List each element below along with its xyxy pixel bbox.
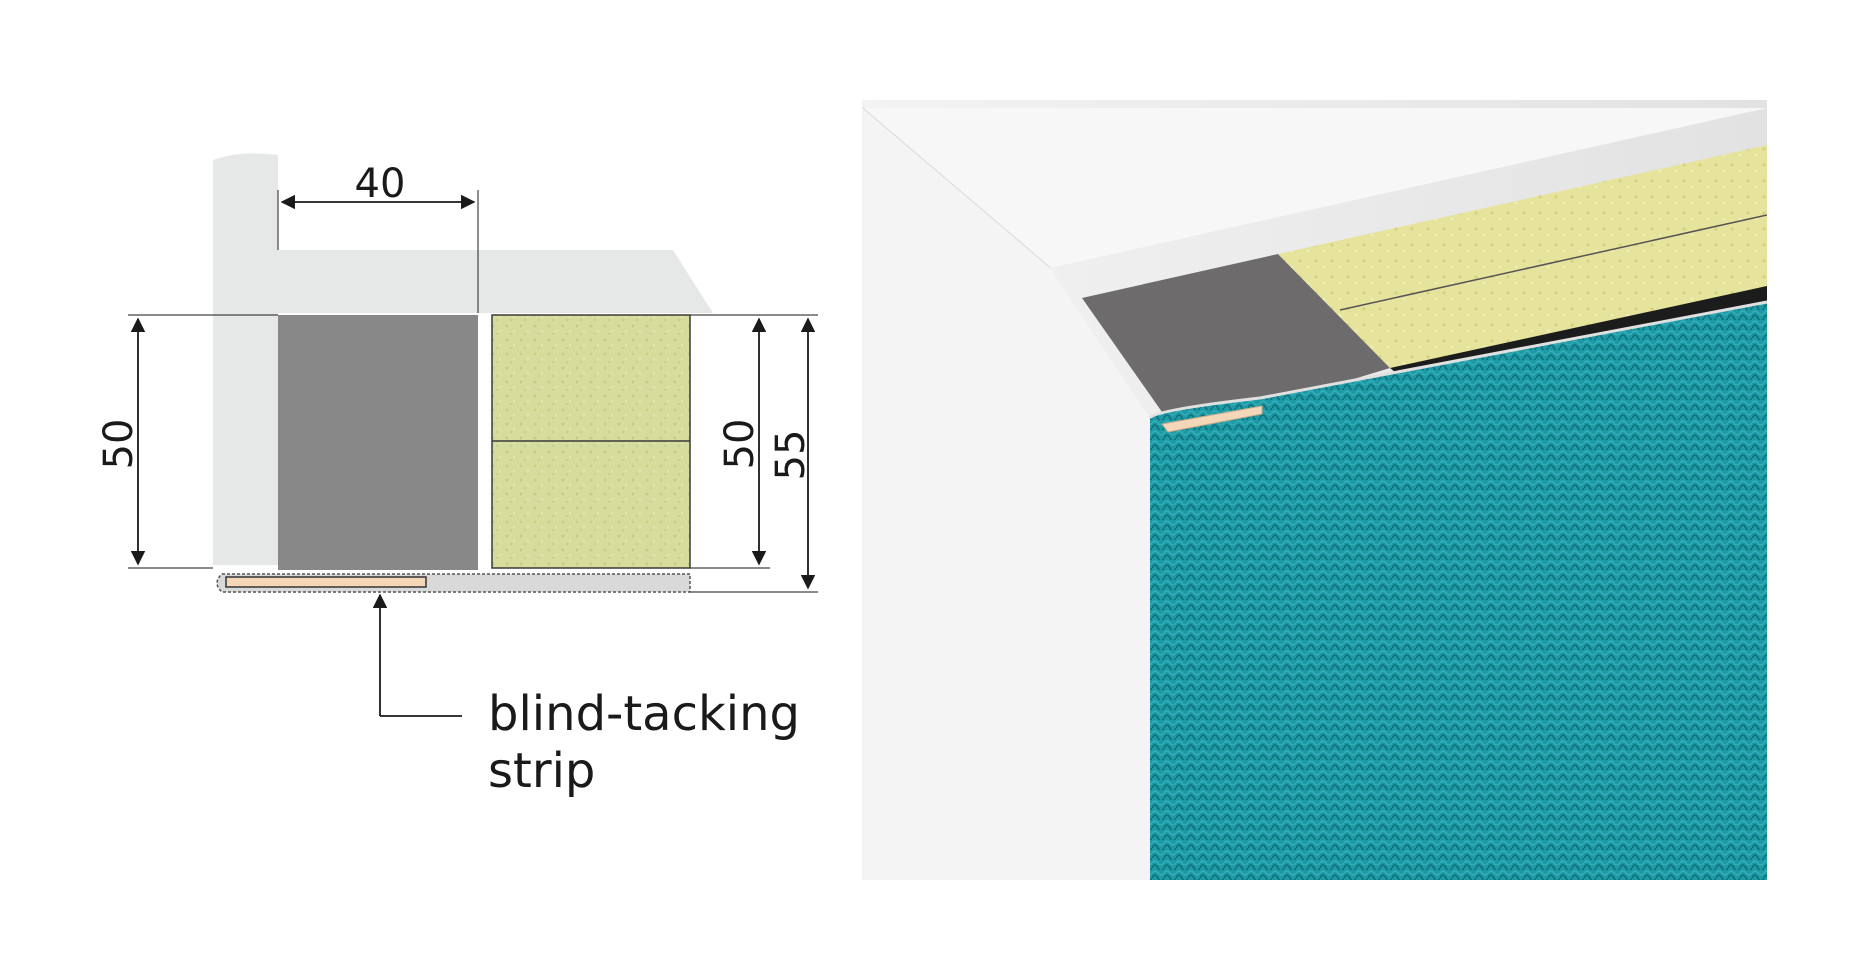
dim-label-width: 40 [355,161,406,207]
dim-label-height-right-outer: 55 [768,430,814,481]
ceiling-slab [278,250,713,313]
perspective-render [862,100,1767,880]
wall-upright [213,153,278,566]
callout-label-line1: blind-tacking [488,686,800,742]
render-mineral-wool-top [1278,145,1767,368]
render-side-wall-shade [862,108,1150,880]
dim-label-height-left: 50 [96,419,142,470]
render-panel-top-edge [1148,300,1767,420]
dim-label-height-right-inner: 50 [717,419,763,470]
blind-tacking-strip [225,576,427,588]
callout-label-line2: strip [488,743,595,799]
grey-batten-block [278,315,478,570]
render-fabric-panel [1150,302,1767,880]
render-strip-edge [1161,405,1263,433]
section-drawing: 40 50 50 55 blind-tacking strip [96,153,818,799]
render-wool-joint [1339,214,1767,311]
render-ceiling [862,108,1767,268]
render-dark-layer [1082,254,1390,412]
